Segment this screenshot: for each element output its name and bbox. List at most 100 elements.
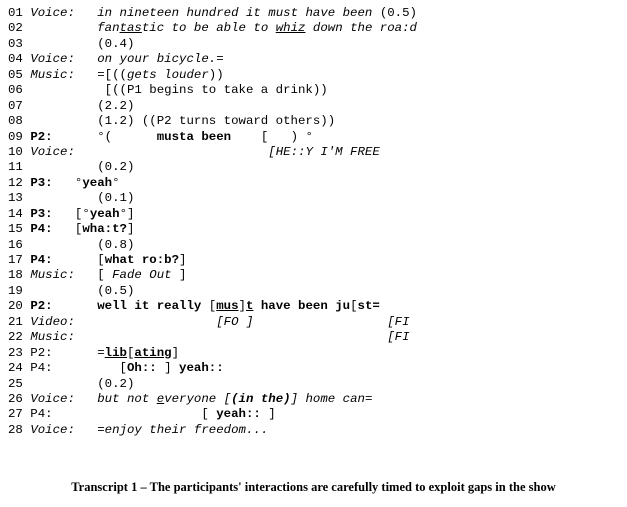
transcript-segment: fan — [97, 21, 120, 36]
transcript-line: 10 Voice: [HE::Y I'M FREE — [8, 145, 417, 160]
transcript-segment: 14 — [8, 206, 31, 221]
transcript-segment — [253, 315, 387, 329]
transcript-segment: 24 P4: [ — [8, 361, 127, 376]
transcript-line: 07 (2.2) — [8, 99, 417, 114]
transcript-segment: down the roa:d — [305, 21, 417, 36]
transcript: 01 Voice: in nineteen hundred it must ha… — [8, 6, 417, 438]
transcript-segment: ] — [171, 268, 187, 283]
transcript-segment: 19 (0.5) — [8, 283, 135, 298]
transcript-segment: [FI — [387, 314, 410, 329]
transcript-segment: 15 — [8, 222, 31, 237]
transcript-segment: Voice: — [30, 6, 75, 20]
transcript-segment: have been ju — [260, 299, 351, 314]
transcript-segment: 04 — [8, 52, 31, 67]
transcript-segment: P4: — [30, 222, 53, 237]
transcript-line: 27 P4: [ yeah:: ] — [8, 407, 417, 422]
transcript-segment: 05 — [8, 67, 31, 82]
transcript-segment: mus — [216, 299, 239, 314]
transcript-line: 28 Voice: =enjoy their freedom... — [8, 423, 417, 438]
transcript-segment: t — [245, 299, 254, 314]
transcript-segment: lib — [104, 345, 127, 360]
transcript-segment: 26 — [8, 391, 31, 406]
transcript-line: 06 [((P1 begins to take a drink)) — [8, 83, 417, 98]
transcript-segment: 11 (0.2) — [8, 160, 135, 175]
transcript-segment: °( — [52, 129, 157, 144]
transcript-segment: =enjoy their freedom... — [97, 422, 269, 437]
transcript-segment: st= — [357, 299, 380, 314]
transcript-segment: Voice: — [30, 144, 75, 159]
transcript-segment: what ro:b? — [104, 253, 180, 267]
transcript-segment: 22 — [8, 330, 31, 345]
transcript-segment: 23 P2: = — [8, 345, 105, 360]
transcript-segment: ating — [134, 345, 172, 360]
transcript-segment: 01 — [8, 6, 31, 20]
transcript-segment: 10 — [8, 144, 31, 159]
transcript-line: 12 P3: °yeah° — [8, 176, 417, 191]
transcript-segment: ] — [238, 299, 246, 314]
transcript-segment: ° — [52, 175, 83, 190]
transcript-segment: ] — [127, 222, 135, 237]
transcript-segment: [FI — [387, 330, 410, 345]
transcript-segment: [HE::Y I'M FREE — [268, 144, 380, 159]
transcript-segment: yeah:: — [216, 407, 261, 422]
transcript-segment: 21 — [8, 314, 31, 329]
transcript-segment: [ — [126, 345, 135, 360]
transcript-segment: ] home can= — [290, 391, 373, 406]
transcript-segment: P2: — [30, 299, 53, 314]
transcript-line: 15 P4: [wha:t?] — [8, 222, 417, 237]
transcript-line: 05 Music: =[((gets louder)) — [8, 68, 417, 83]
transcript-line: 14 P3: [°yeah°] — [8, 207, 417, 222]
transcript-segment: veryone [ — [164, 391, 232, 406]
transcript-line: 08 (1.2) ((P2 turns toward others)) — [8, 114, 417, 129]
transcript-line: 19 (0.5) — [8, 284, 417, 299]
transcript-segment: Music: — [30, 67, 75, 82]
transcript-segment: whiz — [275, 21, 306, 36]
transcript-segment: but not — [97, 391, 157, 406]
transcript-segment: yeah:: — [179, 361, 224, 376]
transcript-segment: 17 — [8, 253, 31, 267]
transcript-segment — [75, 52, 97, 66]
transcript-segment: yeah — [89, 206, 120, 221]
transcript-segment: tic to be able to — [141, 21, 276, 36]
transcript-segment: °] — [119, 206, 135, 221]
transcript-segment — [75, 315, 216, 329]
transcript-segment: [FO ] — [216, 314, 254, 329]
transcript-segment: ] — [156, 361, 180, 376]
transcript-segment: Music: — [30, 330, 75, 345]
transcript-segment: ] — [171, 345, 180, 360]
transcript-line: 21 Video: [FO ] [FI — [8, 315, 417, 330]
transcript-segment: 02 — [8, 21, 98, 36]
transcript-segment: Voice: — [30, 391, 75, 406]
transcript-segment: 09 — [8, 129, 31, 144]
transcript-line: 11 (0.2) — [8, 160, 417, 175]
transcript-segment: Voice: — [30, 422, 75, 437]
transcript-line: 16 (0.8) — [8, 238, 417, 253]
transcript-line: 02 fantastic to be able to whiz down the… — [8, 21, 417, 36]
transcript-segment: tas — [119, 21, 142, 36]
transcript-segment: 20 — [8, 299, 31, 314]
transcript-segment: [ — [350, 299, 358, 314]
transcript-segment: 12 — [8, 175, 31, 190]
transcript-segment: musta been — [156, 129, 232, 144]
transcript-segment: P3: — [30, 175, 53, 190]
transcript-segment: (0.5) — [379, 6, 417, 20]
transcript-line: 18 Music: [ Fade Out ] — [8, 268, 417, 283]
transcript-segment: [° — [52, 206, 90, 221]
transcript-line: 25 (0.2) — [8, 377, 417, 392]
transcript-segment: 03 (0.4) — [8, 36, 135, 51]
transcript-segment: =[(( — [74, 67, 127, 82]
transcript-segment — [75, 423, 97, 437]
transcript-line: 26 Voice: but not everyone [(in the)] ho… — [8, 392, 417, 407]
transcript-segment: [ — [201, 299, 217, 314]
transcript-segment: e — [156, 391, 165, 406]
transcript-segment: [ — [74, 268, 113, 283]
transcript-line: 24 P4: [Oh:: ] yeah:: — [8, 361, 417, 376]
transcript-segment — [53, 299, 98, 313]
transcript-segment — [75, 145, 268, 159]
transcript-segment: on your bicycle.= — [97, 52, 224, 67]
transcript-line: 13 (0.1) — [8, 191, 417, 206]
transcript-segment — [253, 299, 260, 313]
transcript-segment: P3: — [30, 206, 53, 221]
transcript-line: 20 P2: well it really [mus]t have been j… — [8, 299, 417, 314]
transcript-line: 17 P4: [what ro:b?] — [8, 253, 417, 268]
